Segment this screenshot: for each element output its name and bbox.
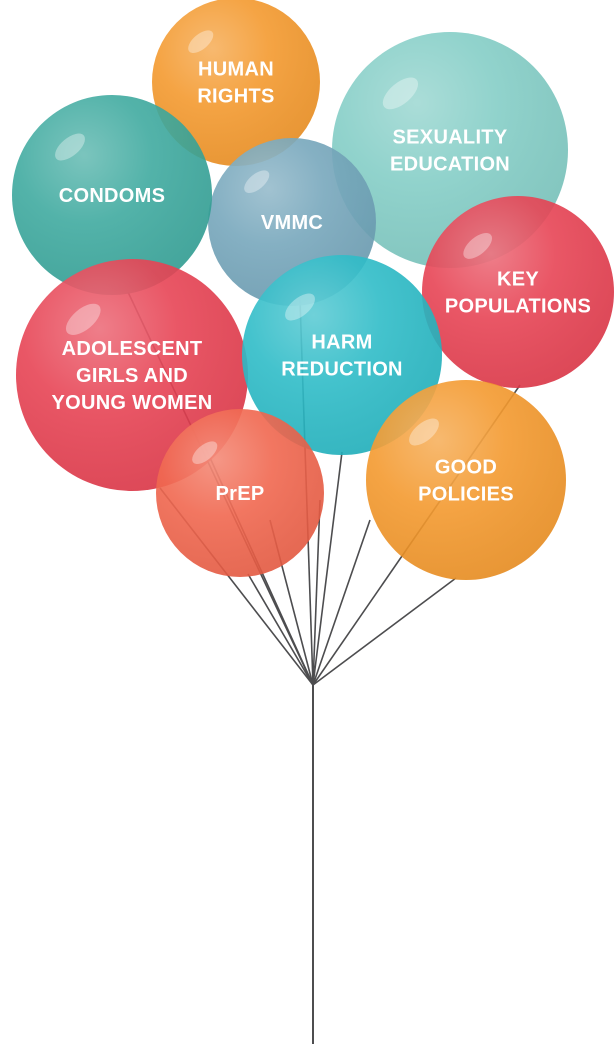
balloon-human-rights-label-line: HUMAN — [198, 59, 274, 81]
balloon-good-policies-label-line: GOOD — [435, 457, 497, 479]
balloon-highlight — [65, 303, 101, 335]
balloon-string — [312, 451, 343, 686]
balloon-condoms-gloss — [12, 95, 212, 295]
balloon-key-populations-label-line: POPULATIONS — [445, 296, 591, 318]
balloon-good-policies-gloss — [366, 380, 566, 580]
balloon-prep: PrEP — [156, 409, 324, 577]
balloon-harm-reduction-gloss — [242, 255, 442, 455]
balloon-highlight — [285, 293, 315, 321]
balloon-harm-reduction-label-line: HARM — [311, 332, 372, 354]
balloon-highlight — [382, 77, 419, 110]
balloon-human-rights: HUMAN RIGHTS — [152, 0, 320, 166]
balloon-harm-reduction-label-line: REDUCTION — [281, 359, 403, 381]
balloon-string — [247, 573, 314, 686]
balloon-string — [312, 577, 457, 686]
balloon-prep-gloss — [156, 409, 324, 577]
balloon-human-rights-gloss — [152, 0, 320, 166]
balloon-highlight — [244, 170, 270, 193]
balloon-group: HUMAN RIGHTS SEXUALITY EDUCATION VMMC CONDOMS… — [12, 0, 614, 580]
balloon-highlight — [463, 232, 493, 259]
balloon-adolescent-girls-and-young-women-label-line: GIRLS AND — [76, 365, 188, 387]
balloon-highlight — [55, 133, 85, 161]
balloon-key-populations-gloss — [422, 196, 614, 388]
balloon-prep-label-line: PrEP — [215, 483, 264, 505]
balloon-adolescent-girls-and-young-women-label-line: ADOLESCENT — [62, 338, 203, 360]
balloon-sexuality-education-label-line: EDUCATION — [390, 154, 510, 176]
balloon-sexuality-education-label-line: SEXUALITY — [393, 127, 508, 149]
balloon-highlight — [188, 30, 214, 53]
balloon-string — [312, 519, 371, 686]
balloon-human-rights-label-line: RIGHTS — [197, 86, 274, 108]
balloon-harm-reduction: HARM REDUCTION — [242, 255, 442, 455]
balloon-key-populations-label-line: KEY — [497, 269, 539, 291]
balloon-highlight — [409, 418, 439, 446]
balloon-condoms: CONDOMS — [12, 95, 212, 295]
balloon-vmmc-label-line: VMMC — [261, 212, 323, 234]
balloon-good-policies-label-line: POLICIES — [418, 484, 514, 506]
balloon-good-policies: GOOD POLICIES — [366, 380, 566, 580]
balloon-adolescent-girls-and-young-women-label-line: YOUNG WOMEN — [51, 392, 212, 414]
balloon-key-populations: KEY POPULATIONS — [422, 196, 614, 388]
balloon-string — [312, 499, 321, 686]
balloon-condoms-label-line: CONDOMS — [59, 185, 166, 207]
balloon-highlight — [192, 441, 218, 464]
